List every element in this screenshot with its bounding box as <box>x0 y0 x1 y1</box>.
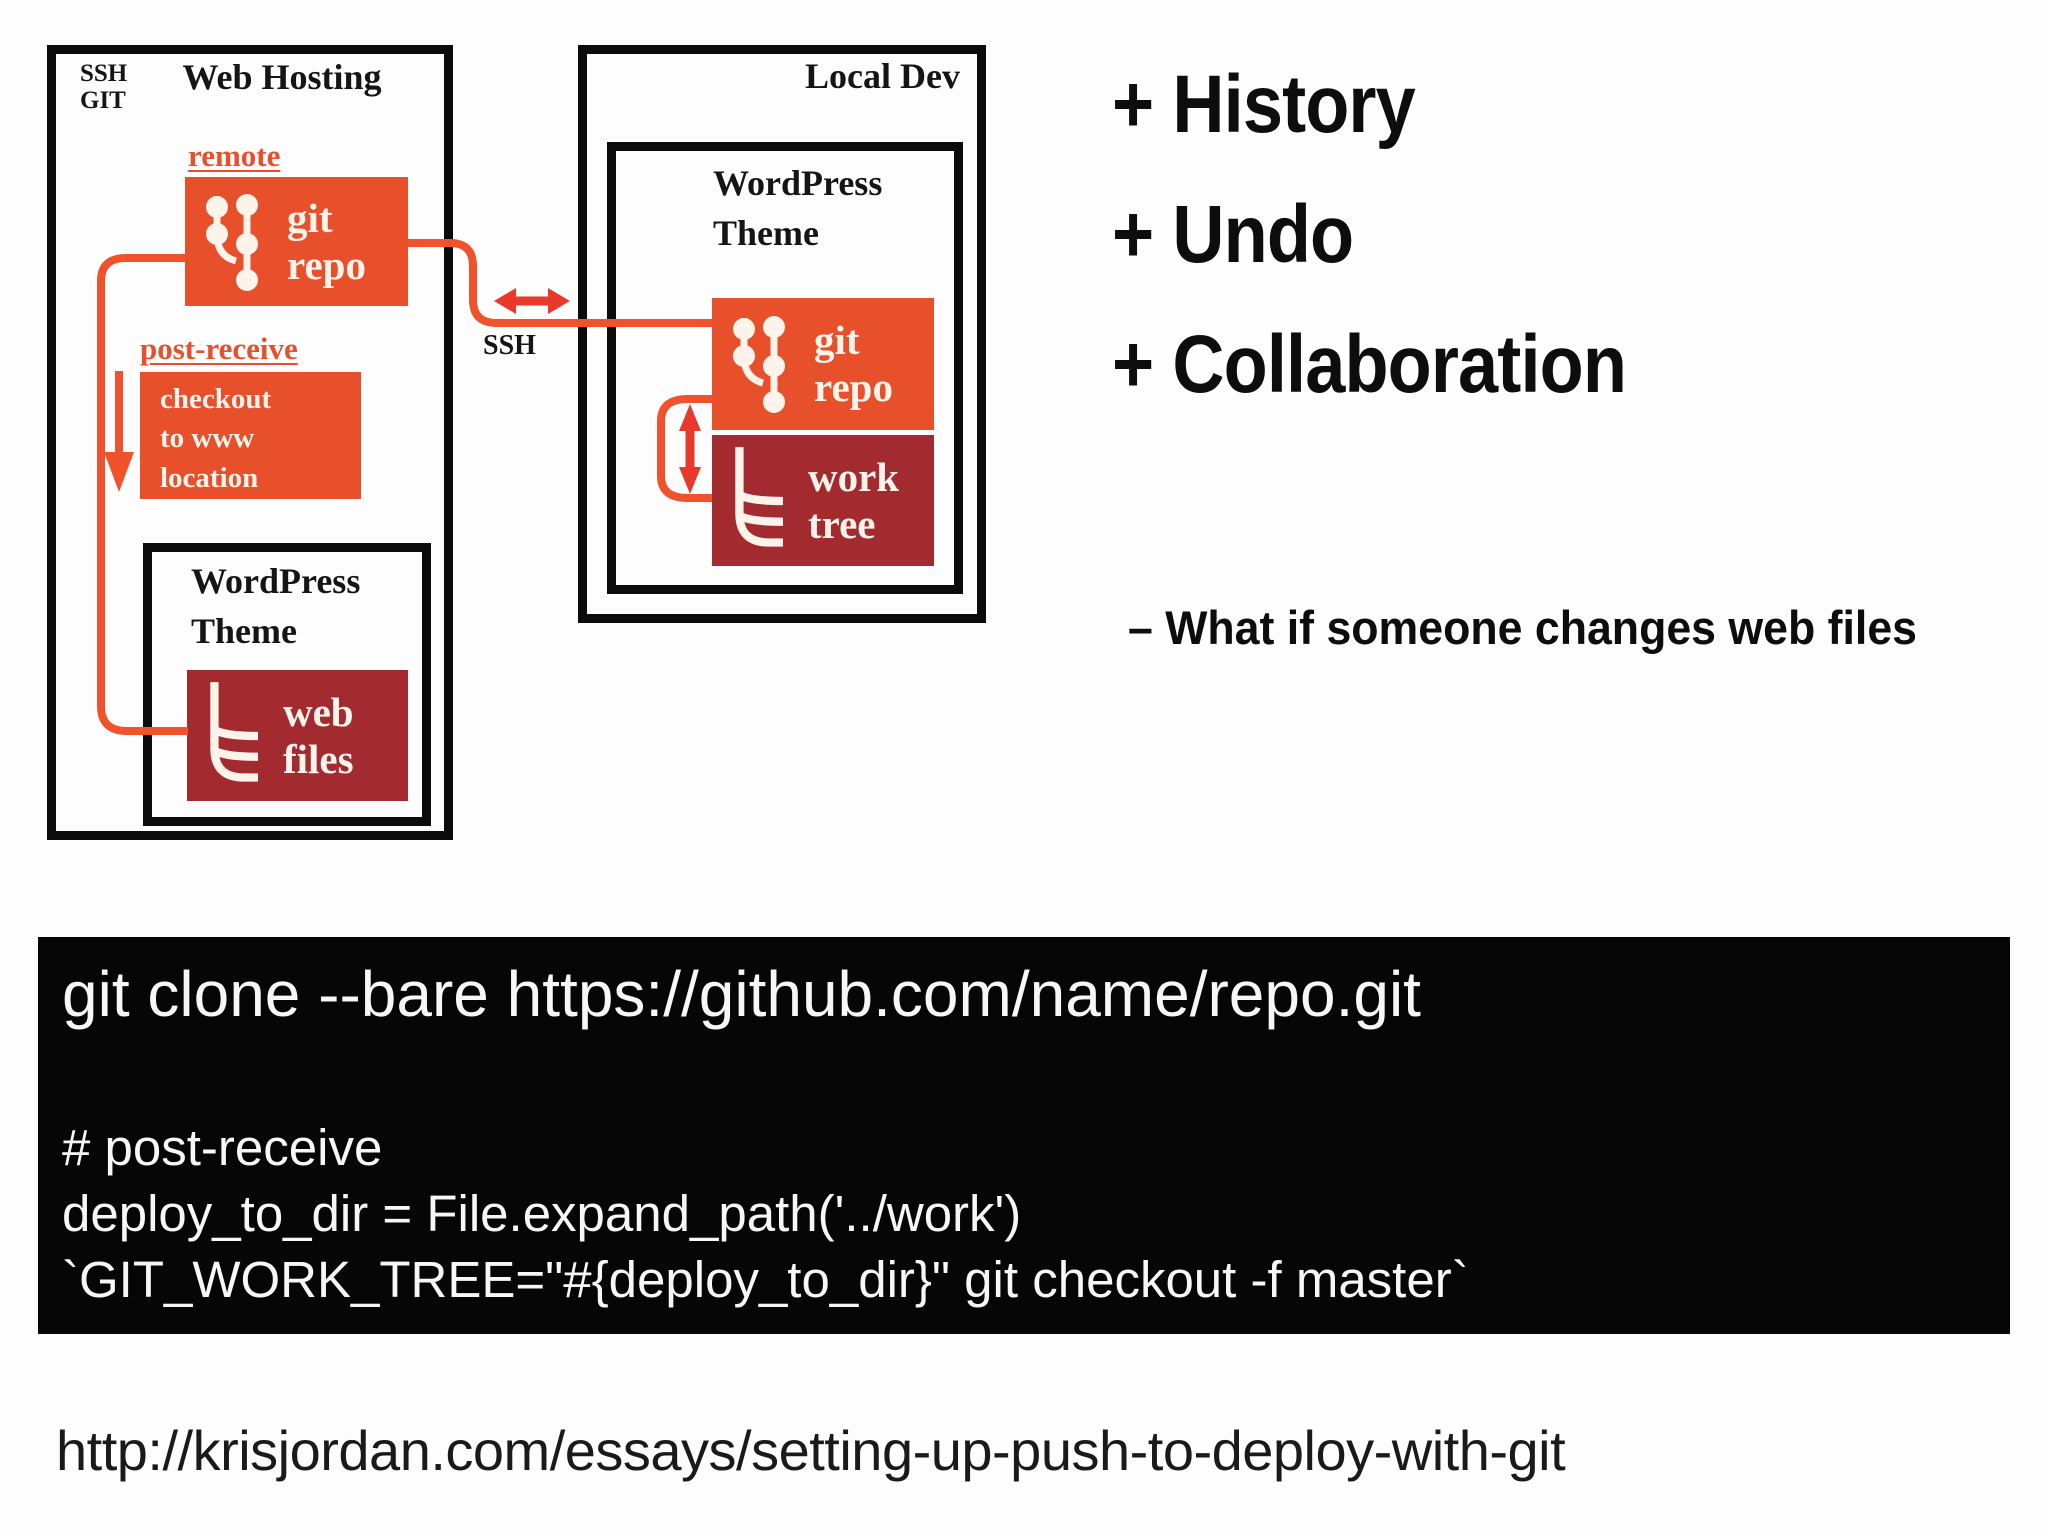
horizontal-sync-arrow-icon <box>494 288 570 314</box>
hosting-git-repo-node: git repo <box>185 177 408 306</box>
local-wordpress-theme-title: WordPress Theme <box>713 163 883 254</box>
web-files-label: web files <box>283 688 354 782</box>
ssh-git-protocol-label: SSH GIT <box>80 60 128 114</box>
web-hosting-title: Web Hosting <box>182 57 382 97</box>
pro-undo: + Undo <box>1112 189 1354 280</box>
git-branch-icon <box>206 193 258 291</box>
pro-history: + History <box>1112 59 1416 150</box>
web-files-node: web files <box>187 670 408 801</box>
code-post-receive-hook: # post-receive deploy_to_dir = File.expa… <box>62 1119 1469 1308</box>
footer-source-url: http://krisjordan.com/essays/setting-up-… <box>56 1419 1566 1482</box>
git-repo-label: git repo <box>287 194 366 288</box>
remote-label: remote <box>188 138 281 173</box>
work-tree-label: work tree <box>808 453 900 547</box>
web-hosting-box <box>47 45 453 840</box>
local-dev-title: Local Dev <box>805 56 960 96</box>
local-dev-box <box>578 45 986 623</box>
git-repo-label: git repo <box>814 317 893 410</box>
local-git-repo-node: git repo <box>712 298 934 430</box>
work-tree-icon <box>735 446 784 547</box>
hosting-wordpress-theme-title: WordPress Theme <box>191 561 361 652</box>
code-clone-command: git clone --bare https://github.com/name… <box>62 958 1421 1030</box>
con-web-files-note: – What if someone changes web files <box>1128 601 1918 654</box>
code-block: git clone --bare https://github.com/name… <box>38 937 2010 1334</box>
work-tree-icon <box>210 681 259 782</box>
work-tree-node: work tree <box>712 435 934 566</box>
ssh-connection-label: SSH <box>483 330 536 361</box>
pro-collaboration: + Collaboration <box>1112 319 1627 410</box>
checkout-hook-node: checkout to www location <box>140 372 361 499</box>
git-branch-icon <box>733 316 785 413</box>
post-receive-label: post-receive <box>140 331 298 366</box>
